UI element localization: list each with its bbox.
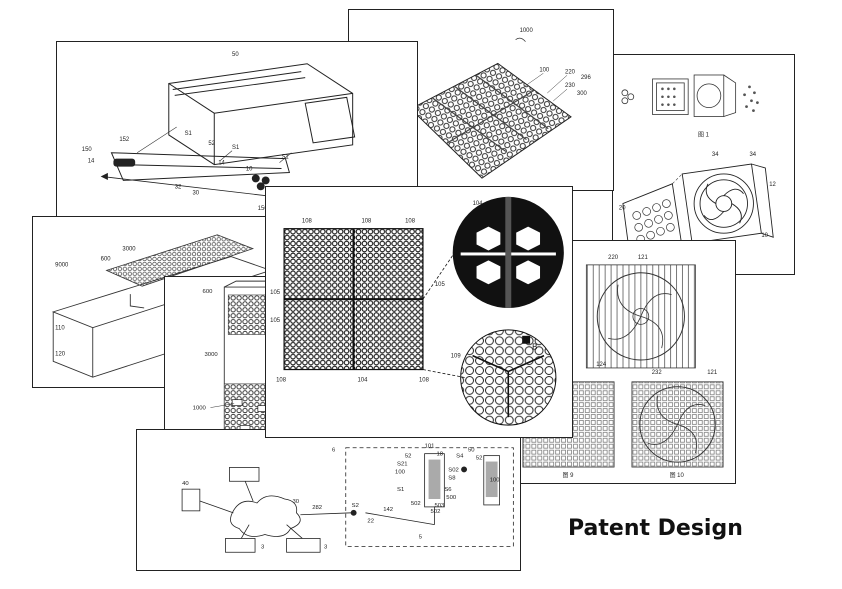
callout: 150 [258,206,269,212]
callout: 110 [55,326,65,332]
callout: S1 [397,487,404,493]
fig-label: 图 1 [698,131,709,138]
fan-filter-drawing: 图 1 34 34 12 20 10 [619,74,776,264]
callout: 30 [293,499,300,505]
callout: 152 [119,137,129,143]
callout: 10 [246,167,253,173]
callout: 52 [476,456,483,462]
callout: 3000 [205,352,219,358]
callout: 503 [434,503,445,509]
vent-unit-drawing: 9000 600 3000 110 120 [51,234,273,378]
callout: 142 [383,507,393,513]
callout: 50 [232,52,239,58]
callout: 100 [490,477,501,483]
callout: 124 [596,362,607,368]
callout: 6 [332,448,336,454]
callout: 600 [203,289,214,295]
callout: 14 [88,159,95,165]
callout: 108 [361,219,372,225]
callout: 34 [712,152,719,158]
callout: 3000 [122,247,136,253]
callout: 109 [451,354,462,360]
callout: 105 [435,282,446,288]
fig-label: 图 9 [563,472,575,479]
callout: 108 [302,219,313,225]
callout: 52 [405,454,412,460]
callout: 121 [707,370,718,376]
grid-sheet: 108 108 108 104 105 105 105 104 108 108 … [265,186,573,438]
callout: 1000 [193,406,207,412]
callout: S02 [448,467,459,473]
callout: 108 [276,377,287,383]
callout: 10 [761,233,768,239]
callout: 101 [425,444,435,450]
callout: 232 [652,370,662,376]
callout: 12 [769,182,776,188]
callout: S1 [185,131,192,137]
fig-label: 图 10 [670,472,685,479]
callout: 18 [436,452,443,458]
figure-number: 1000 [520,28,534,34]
callout: S4 [456,454,464,460]
callout: 40 [182,481,189,487]
callout: 52 [208,141,215,147]
callout: S2 [352,503,359,509]
callout: 5 [419,534,423,540]
callout: S1 [281,155,288,161]
callout: 296 [581,75,592,81]
callout: 105 [270,318,281,324]
callout: 300 [577,91,588,97]
callout: 100 [539,67,550,73]
callout: S6 [444,487,452,493]
callout: S1 [232,145,239,151]
callout: 104 [473,201,484,207]
callout: 3 [324,544,328,550]
callout: 121 [638,255,649,261]
fan-filter-sheet: 图 1 34 34 12 20 10 [612,54,795,275]
callout: 220 [608,255,619,261]
callout: 9000 [55,262,69,268]
callout: 22 [367,519,374,525]
callout: 150 [82,147,93,153]
callout: 502 [411,501,421,507]
callout: S8 [448,475,456,481]
callout: B [532,343,537,352]
callout: S21 [397,461,408,467]
callout: 3 [261,544,265,550]
callout: 502 [431,509,441,515]
callout: 104 [357,377,368,383]
callout: 50 [468,448,475,454]
callout: 108 [419,377,430,383]
callout: 105 [270,290,281,296]
callout: 120 [55,351,66,357]
callout: 34 [749,152,756,158]
network-drawing: 6 40 30 282 22 142 5 101 18 52 S21 100 S… [181,444,514,553]
callout: 30 [193,190,200,196]
callout: 220 [565,69,576,75]
callout: 600 [101,256,112,262]
callout: 108 [405,219,416,225]
callout: 282 [312,505,322,511]
callout: 32 [175,184,182,190]
callout: 100 [395,469,406,475]
callout: 20 [619,206,626,212]
callout: 14 [218,161,225,167]
grid-drawing: 108 108 108 104 105 105 105 104 108 108 … [270,196,564,426]
callout: 230 [565,83,576,89]
callout: 500 [446,495,457,501]
page-caption: Patent Design [568,516,743,541]
network-sheet: 6 40 30 282 22 142 5 101 18 52 S21 100 S… [136,429,521,571]
mesh-panel-drawing: 1000 100 220 296 230 300 [409,28,592,179]
